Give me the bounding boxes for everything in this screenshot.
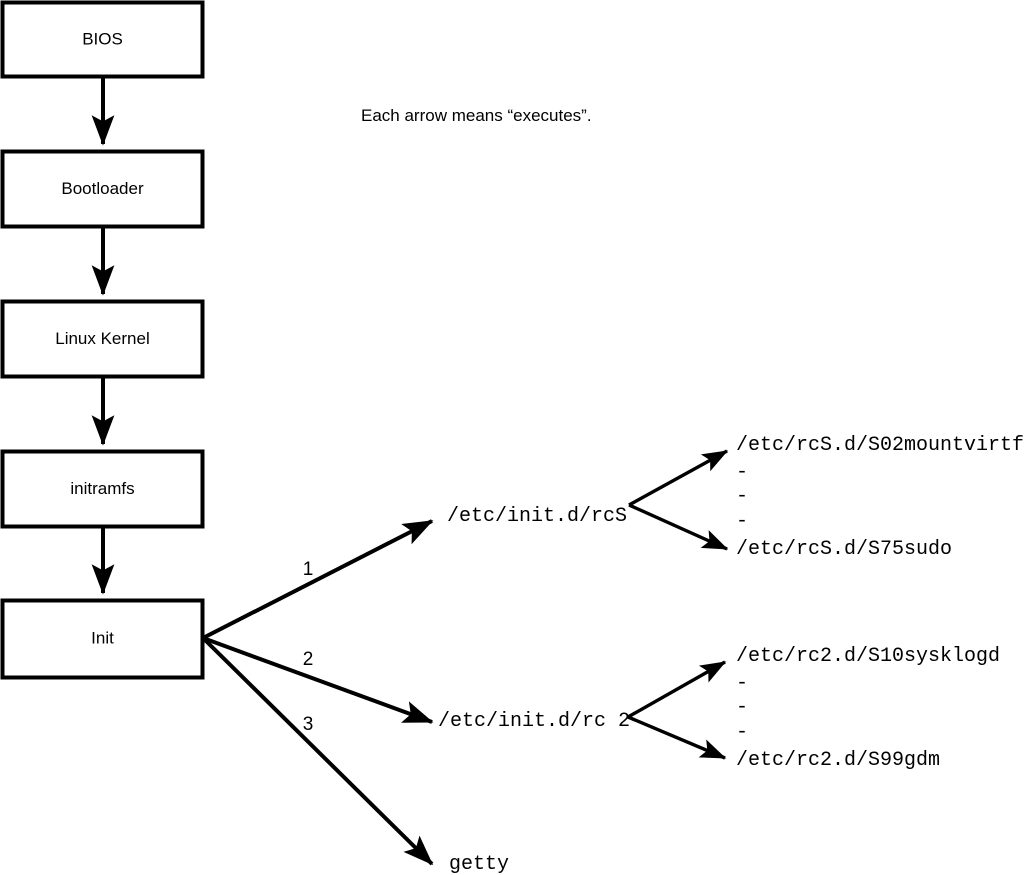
stage-box-initramfs: initramfs xyxy=(0,449,205,529)
rc2-script-first-label: /etc/rc2.d/S10sysklogd xyxy=(736,645,1000,668)
edge-number-3: 3 xyxy=(303,714,314,735)
rcs-ellipsis-dash-3: - xyxy=(736,510,748,533)
stage-box-linux-kernel: Linux Kernel xyxy=(0,299,205,379)
edge-number-2: 2 xyxy=(303,649,314,670)
stage-box-bios: BIOS xyxy=(0,0,205,79)
arrow-init-to-rc2 xyxy=(202,636,434,724)
arrow-rc2-to-first-script xyxy=(627,660,727,719)
stage-box-bios-label: BIOS xyxy=(82,29,123,48)
branch-target-getty-label: getty xyxy=(449,853,509,875)
arrow-init-to-getty xyxy=(201,636,434,866)
arrow-init-to-rcs xyxy=(202,519,434,640)
rc2-script-last-label: /etc/rc2.d/S99gdm xyxy=(736,749,940,772)
arrow-rc2-to-last-script xyxy=(627,715,727,760)
diagram-caption: Each arrow means “executes”. xyxy=(361,106,592,125)
stage-box-linux-kernel-rect xyxy=(0,299,205,379)
stage-box-init-label: Init xyxy=(91,628,114,647)
rcs-script-first-label: /etc/rcS.d/S02mountvirtfs xyxy=(736,434,1024,457)
stage-box-bootloader: Bootloader xyxy=(0,149,205,229)
arrow-rcs-to-last-script xyxy=(628,503,729,551)
stage-box-bios-rect xyxy=(0,0,205,79)
arrow-rcs-to-first-script xyxy=(628,449,729,507)
branch-target-rcs-label: /etc/init.d/rcS xyxy=(447,505,627,528)
stage-box-linux-kernel-label: Linux Kernel xyxy=(55,329,150,348)
stage-box-bootloader-label: Bootloader xyxy=(61,179,144,198)
stage-box-initramfs-label: initramfs xyxy=(70,479,134,498)
rcs-ellipsis-dash-2: - xyxy=(736,485,748,508)
rcs-ellipsis-dash-1: - xyxy=(736,461,748,484)
rc2-ellipsis-dash-2: - xyxy=(736,696,748,719)
stage-box-initramfs-rect xyxy=(0,449,205,529)
stage-box-bootloader-rect xyxy=(0,149,205,229)
stage-box-init-rect xyxy=(0,598,205,680)
edge-number-1: 1 xyxy=(303,559,314,580)
stage-box-init: Init xyxy=(0,598,205,680)
rc2-ellipsis-dash-1: - xyxy=(736,672,748,695)
branch-target-rc2-label: /etc/init.d/rc 2 xyxy=(438,710,630,733)
rcs-script-last-label: /etc/rcS.d/S75sudo xyxy=(736,538,952,561)
rc2-ellipsis-dash-3: - xyxy=(736,721,748,744)
